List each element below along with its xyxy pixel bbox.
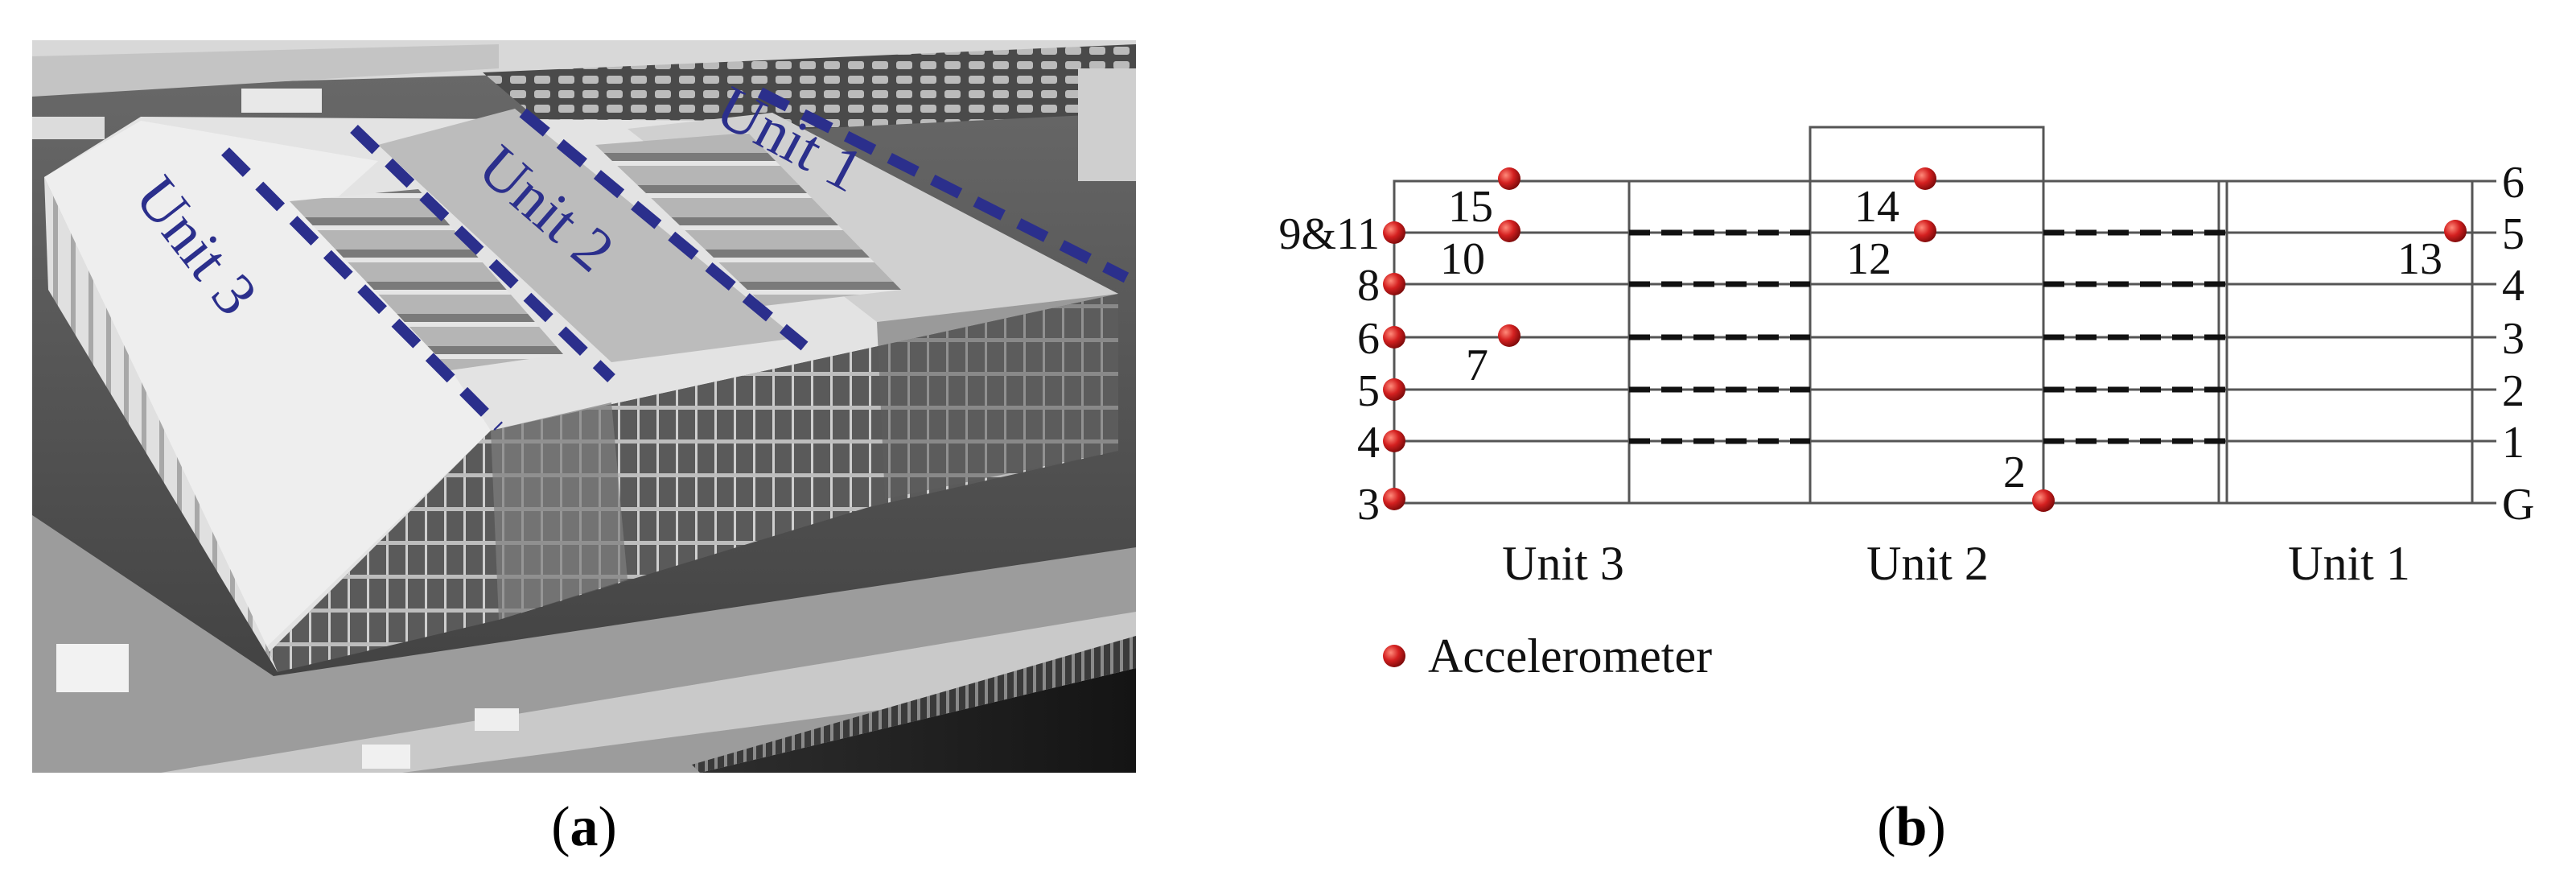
accelerometer-4 <box>1383 430 1405 452</box>
accelerometer-2 <box>2032 489 2055 512</box>
accelerometers <box>1383 167 2467 512</box>
accelerometer-13 <box>2444 220 2467 242</box>
sensor-label-4: 4 <box>1357 418 1380 468</box>
accelerometer-12 <box>1914 220 1936 242</box>
sensor-label-9-11: 9&11 <box>1279 209 1380 259</box>
floor-label-3: 3 <box>2502 314 2525 364</box>
schematic-label-unit1: Unit 1 <box>2288 537 2410 590</box>
platform-roof <box>32 44 499 97</box>
roof-left-unit3 <box>44 121 491 648</box>
quay-piles <box>692 636 1136 773</box>
sensor-label-10: 10 <box>1440 234 1485 284</box>
sensor-label-3: 3 <box>1357 480 1380 530</box>
sensor-label-5: 5 <box>1357 366 1380 416</box>
boundary-line-1 <box>221 147 503 431</box>
sensor-schematic: 6 5 4 3 2 1 G 9&11 8 6 5 4 3 15 10 7 14 … <box>1279 126 2534 683</box>
accelerometer-8 <box>1383 273 1405 295</box>
sensor-label-15: 15 <box>1448 182 1493 232</box>
floor-label-1: 1 <box>2502 418 2525 468</box>
caption-b-open: ( <box>1877 796 1895 858</box>
accelerometer-10 <box>1498 220 1520 242</box>
sensor-label-8: 8 <box>1357 261 1380 311</box>
building-facade-left <box>44 177 278 672</box>
caption-a-letter: a <box>570 796 599 858</box>
facade-core <box>491 402 628 620</box>
accelerometer-15 <box>1498 167 1520 190</box>
site-van <box>362 745 410 769</box>
sensor-label-13: 13 <box>2397 234 2442 284</box>
legend: Accelerometer <box>1383 629 1712 683</box>
parking-lot <box>483 44 1136 141</box>
accelerometer-9-11 <box>1383 221 1405 244</box>
floor-label-4: 4 <box>2502 261 2525 311</box>
vent-row-2 <box>595 133 901 306</box>
boundary-line-2 <box>350 124 615 383</box>
parked-bus <box>241 89 322 113</box>
caption-a-close: ) <box>599 796 617 858</box>
boundary-line-3 <box>519 108 809 351</box>
road <box>161 612 1136 773</box>
sensor-label-14: 14 <box>1854 182 1899 232</box>
joint-masks <box>1631 178 1809 184</box>
side-building <box>1078 68 1136 181</box>
caption-b-letter: b <box>1896 796 1928 858</box>
accelerometer-6 <box>1383 326 1405 349</box>
legend-label: Accelerometer <box>1428 629 1712 683</box>
sensor-label-6: 6 <box>1357 314 1380 364</box>
floor-label-5: 5 <box>2502 209 2525 259</box>
sensor-label-7: 7 <box>1466 340 1488 390</box>
schematic-label-unit3: Unit 3 <box>1502 537 1624 590</box>
sensor-label-2: 2 <box>2003 448 2026 497</box>
aerial-photo: Unit 1 Unit 2 Unit 3 <box>32 40 1136 773</box>
unit-boundaries <box>221 87 1130 431</box>
caption-a-open: ( <box>551 796 570 858</box>
floor-ticks <box>2472 179 2496 505</box>
parked-bus-2 <box>32 117 105 139</box>
sensor-label-12: 12 <box>1846 234 1891 284</box>
site-van-2 <box>475 708 519 731</box>
site-container <box>56 644 129 692</box>
floor-label-g: G <box>2502 480 2534 530</box>
schematic-label-unit2: Unit 2 <box>1866 537 1989 590</box>
floor-label-6: 6 <box>2502 158 2525 208</box>
floor-label-2: 2 <box>2502 366 2525 416</box>
accelerometer-7 <box>1498 324 1520 347</box>
caption-b: (b) <box>1877 796 1946 858</box>
accelerometer-14 <box>1914 167 1936 190</box>
caption-b-close: ) <box>1927 796 1945 858</box>
legend-accelerometer-icon <box>1383 645 1405 667</box>
caption-a: (a) <box>551 796 617 858</box>
facade-unit1-block <box>877 294 1118 499</box>
accelerometer-3 <box>1383 488 1405 510</box>
vent-row-1 <box>290 189 563 370</box>
roof-middle-unit2 <box>378 109 796 362</box>
accelerometer-5 <box>1383 378 1405 401</box>
boundary-line-4 <box>757 87 1130 283</box>
